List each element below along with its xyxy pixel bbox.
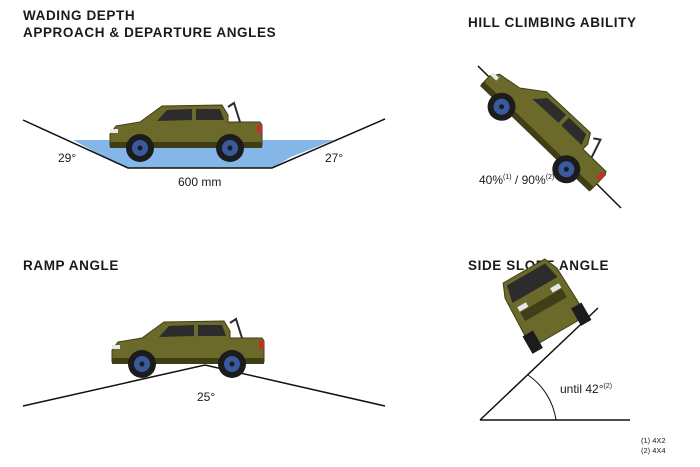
hill-title: HILL CLIMBING ABILITY	[468, 15, 637, 30]
footnote-4x2: (1) 4X2	[641, 436, 666, 445]
side-slope-diagram	[479, 253, 630, 421]
wading-depth-label: 600 mm	[178, 175, 222, 189]
ramp-diagram	[22, 318, 386, 407]
side-slope-angle-label: until 42°(2)	[560, 382, 613, 396]
hill-diagram	[469, 52, 622, 209]
wading-title-line2: APPROACH & DEPARTURE ANGLES	[23, 25, 277, 40]
side-angle-arc	[527, 374, 557, 421]
side-truck	[494, 253, 592, 355]
footnote-4x4: (2) 4X4	[641, 446, 666, 455]
ramp-ground-line	[22, 364, 386, 407]
wading-title: WADING DEPTH APPROACH & DEPARTURE ANGLES	[23, 7, 276, 41]
ramp-angle-label: 25°	[197, 390, 216, 404]
wading-diagram	[22, 102, 386, 169]
ramp-title: RAMP ANGLE	[23, 258, 120, 273]
hill-climb-label: 40%(1) / 90%(2)	[479, 173, 555, 187]
departure-angle-label: 27°	[325, 151, 344, 165]
footnotes: (1) 4X2 (2) 4X4	[641, 436, 666, 456]
wading-title-line1: WADING DEPTH	[23, 8, 136, 23]
side-slope-line	[479, 307, 599, 421]
approach-angle-label: 29°	[58, 151, 77, 165]
approach-departure-ground-line	[22, 118, 386, 169]
